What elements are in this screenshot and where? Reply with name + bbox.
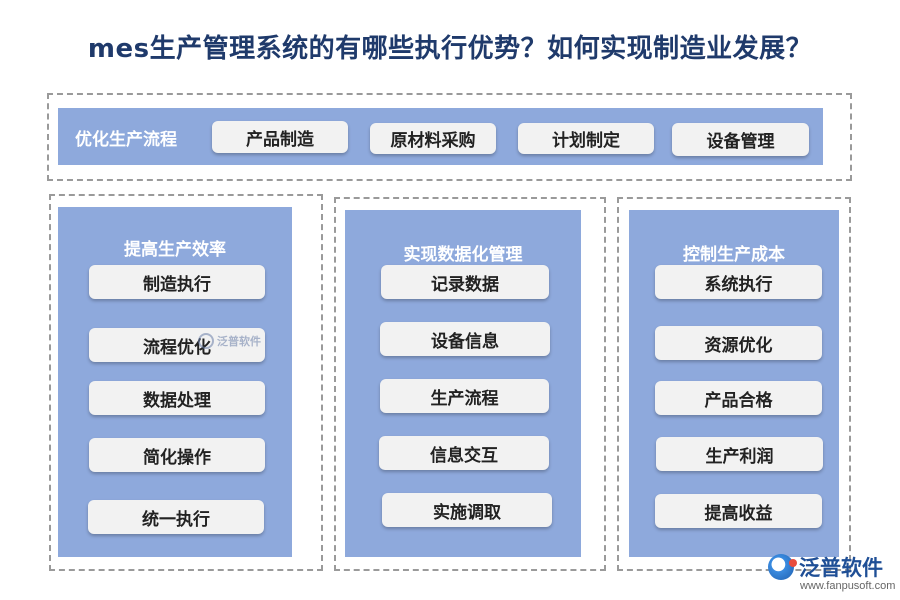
fanpu-logo-icon [768, 554, 797, 580]
list-item: 简化操作 [89, 438, 265, 472]
top-item-equipment-management: 设备管理 [672, 123, 809, 156]
watermark-text: 泛普软件 [217, 335, 261, 348]
top-item-product-manufacturing: 产品制造 [212, 121, 348, 153]
top-section-frame [47, 93, 852, 181]
list-item: 产品合格 [655, 381, 822, 415]
column-frame-cost-control [617, 197, 851, 571]
fanpu-logo-icon [198, 333, 214, 349]
list-item: 生产流程 [380, 379, 549, 413]
brand-logo: 泛普软件 [768, 552, 883, 582]
list-item: 生产利润 [656, 437, 823, 471]
list-item: 制造执行 [89, 265, 265, 299]
top-item-plan-making: 计划制定 [518, 123, 654, 154]
column-title-cost-control: 控制生产成本 [683, 245, 785, 265]
list-item: 数据处理 [89, 381, 265, 415]
brand-url: www.fanpusoft.com [800, 580, 896, 592]
list-item: 系统执行 [655, 265, 822, 299]
list-item: 提高收益 [655, 494, 822, 528]
column-frame-efficiency [49, 194, 323, 571]
list-item: 资源优化 [655, 326, 822, 360]
list-item: 统一执行 [88, 500, 264, 534]
column-title-efficiency: 提高生产效率 [124, 240, 226, 260]
list-item: 流程优化 [89, 328, 265, 362]
list-item: 设备信息 [380, 322, 550, 356]
list-item: 实施调取 [382, 493, 552, 527]
page-title: mes生产管理系统的有哪些执行优势？如何实现制造业发展？ [87, 34, 813, 64]
top-item-raw-material-purchase: 原材料采购 [370, 123, 496, 154]
brand-name: 泛普软件 [799, 556, 883, 580]
watermark: 泛普软件 [198, 333, 261, 349]
list-item: 信息交互 [379, 436, 549, 470]
top-section-label: 优化生产流程 [75, 130, 177, 150]
column-title-data-management: 实现数据化管理 [403, 245, 523, 265]
column-frame-data-management [334, 197, 606, 571]
list-item: 记录数据 [381, 265, 549, 299]
